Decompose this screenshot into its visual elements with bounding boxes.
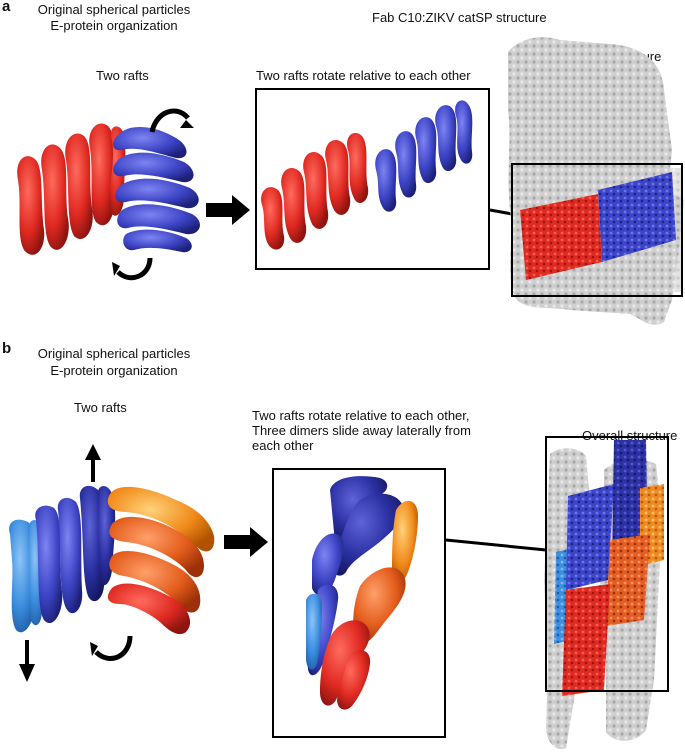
panel-b-rotation-box — [272, 468, 446, 738]
connector-line-a — [489, 208, 513, 216]
panel-a-two-rafts-label: Two rafts — [96, 68, 149, 83]
rotate-arrow-icon-top — [149, 108, 190, 133]
panel-a-overall-structure — [508, 37, 684, 325]
panel-b-red-dimer — [107, 551, 201, 635]
rotate-arrow-icon-b — [94, 635, 133, 661]
panel-b-rotate-line3: each other — [252, 438, 314, 453]
panel-b-letter: b — [2, 340, 12, 357]
panel-a-original-line1: Original spherical particles — [37, 2, 191, 17]
right-arrow-icon-a — [206, 195, 250, 225]
connector-line-b — [445, 538, 547, 552]
panel-a-letter: a — [2, 0, 11, 15]
right-arrow-icon-b — [224, 527, 268, 557]
panel-a-red-raft — [17, 123, 126, 255]
panel-b-orange-dimer — [107, 486, 215, 578]
panel-a-red-raft-rotated — [261, 132, 369, 250]
panel-a-rotate-label: Two rafts rotate relative to each other — [256, 68, 471, 83]
down-arrow-icon — [19, 640, 35, 682]
panel-a-structure-title: Fab C10:ZIKV catSP structure — [372, 10, 547, 25]
panel-a-blue-raft — [113, 126, 200, 253]
arrowhead-icon — [112, 262, 120, 276]
arrowhead-icon — [90, 642, 98, 656]
up-arrow-icon — [85, 444, 101, 482]
panel-b-original-line1: Original spherical particles — [37, 346, 191, 361]
panel-b-overall-box — [545, 436, 669, 692]
panel-a-blue-raft-rotated — [375, 100, 473, 212]
panel-b-overall-label: Overall structure — [582, 428, 678, 443]
panel-b-original-line2: E-protein organization — [50, 363, 178, 378]
rotate-arrow-icon-bottom — [116, 257, 153, 281]
panel-b-overall-structure — [544, 440, 664, 750]
panel-b-rotate-line1: Two rafts rotate relative to each other, — [252, 408, 470, 423]
panel-b-two-rafts-label: Two rafts — [74, 400, 127, 415]
panel-b-rotate-line2: Three dimers slide away laterally from — [252, 423, 471, 438]
panel-a-original-line2: E-protein organization — [50, 18, 178, 33]
panel-a-overall-box — [511, 163, 683, 297]
panel-a-rotation-box — [255, 88, 490, 270]
panel-b-separated-dimers — [306, 476, 418, 710]
panel-b-blue-dimer — [35, 497, 83, 624]
arrowhead-icon — [180, 120, 194, 128]
